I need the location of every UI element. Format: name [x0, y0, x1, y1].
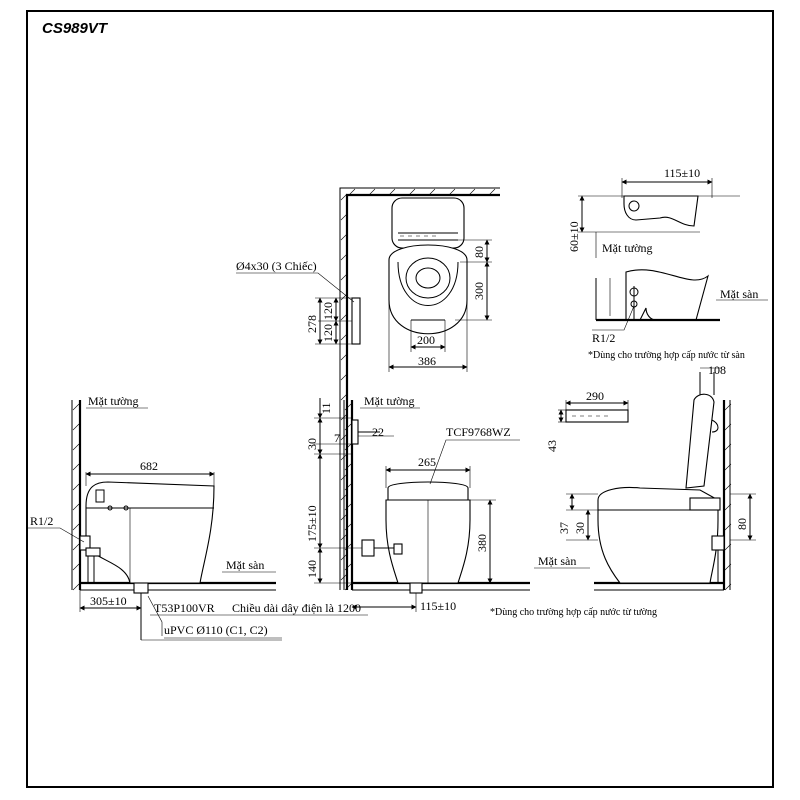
dim-380: 380 [475, 534, 489, 552]
dim-140: 140 [305, 560, 319, 578]
wall-label-top: Mặt tường [602, 241, 653, 255]
dim-115-mid: 115±10 [420, 599, 456, 613]
part-t53p100vr: T53P100VR [154, 601, 215, 615]
dim-7: 7 [334, 431, 340, 445]
r12-label-left: R1/2 [30, 514, 53, 528]
floor-label-mid: Mặt sàn [538, 554, 576, 568]
dim-43: 43 [545, 440, 559, 452]
wall-supply-note: *Dùng cho trường hợp cấp nước từ tường [490, 607, 657, 618]
front-view-middle: Mặt tường 11 30 7 22 TCF9768WZ 265 [305, 394, 657, 618]
dim-80-top: 80 [472, 246, 486, 258]
dim-290: 290 [586, 389, 604, 403]
pipe-label: uPVC Ø110 (C1, C2) [164, 623, 268, 637]
dim-175: 175±10 [305, 505, 319, 542]
dim-682: 682 [140, 459, 158, 473]
side-view-right: 290 43 108 37 30 [545, 363, 756, 591]
dim-120-lower: 120 [321, 324, 335, 342]
dim-60: 60±10 [567, 221, 581, 252]
dim-30-mid: 30 [305, 438, 319, 450]
dim-265: 265 [418, 455, 436, 469]
dim-386: 386 [418, 354, 436, 368]
cable-length-label: Chiều dài dây điện là 1200 [232, 601, 361, 615]
part-tcf9768wz: TCF9768WZ [446, 425, 511, 439]
dim-37: 37 [557, 522, 571, 534]
dim-30-right: 30 [573, 522, 587, 534]
floor-label-left: Mặt sàn [226, 558, 264, 572]
drawing-frame [26, 10, 774, 788]
dim-200: 200 [417, 333, 435, 347]
dim-278: 278 [305, 315, 319, 333]
wall-label-left: Mặt tường [88, 394, 139, 408]
dim-108: 108 [708, 363, 726, 377]
dim-115-top: 115±10 [664, 166, 700, 180]
top-right-detail: 115±10 60±10 Mặt tường Mặt sàn R1/2 *Dùn… [567, 166, 768, 361]
r12-label-top: R1/2 [592, 331, 615, 345]
dim-305: 305±10 [90, 594, 127, 608]
wall-label-mid: Mặt tường [364, 394, 415, 408]
floor-label-top: Mặt sàn [720, 287, 758, 301]
dim-22: 22 [372, 425, 384, 439]
screw-label: Ø4x30 (3 Chiếc) [236, 259, 317, 273]
top-view: 80 300 200 386 278 120 120 Ø4x30 (3 Chiế… [236, 187, 500, 590]
dim-120-upper: 120 [321, 302, 335, 320]
dim-11: 11 [319, 402, 333, 414]
dim-300: 300 [472, 282, 486, 300]
floor-supply-note: *Dùng cho trường hợp cấp nước từ sàn [588, 350, 745, 361]
model-title: CS989VT [42, 20, 108, 37]
side-view-left: Mặt tường Mặt sàn R1/2 682 305±10 [28, 394, 368, 641]
dim-80-right: 80 [735, 518, 749, 530]
